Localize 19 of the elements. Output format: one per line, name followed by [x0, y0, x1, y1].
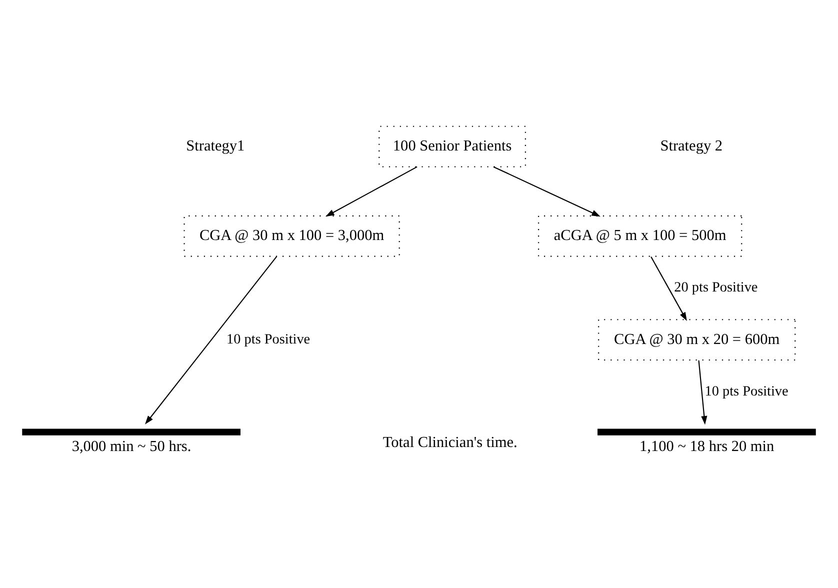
- node-box: CGA @ 30 m x 20 = 600m: [598, 318, 796, 360]
- arrow: [325, 166, 418, 216]
- node-box: aCGA @ 5 m x 100 = 500m: [538, 214, 742, 256]
- node-bar: [598, 428, 816, 435]
- edge-label: 10 pts Positive: [704, 382, 788, 399]
- node-bar: [22, 428, 240, 435]
- label: Total Clinician's time.: [382, 434, 518, 451]
- arrow: [493, 166, 600, 216]
- arrow: [145, 256, 278, 424]
- label: Strategy1: [186, 137, 245, 154]
- node-label: 1,100 ~ 18 hrs 20 min: [640, 437, 774, 454]
- arrow: [650, 256, 687, 320]
- arrow: [698, 360, 708, 424]
- node-box: 100 Senior Patients: [378, 125, 526, 167]
- edge-label: 20 pts Positive: [674, 279, 758, 296]
- label: Strategy 2: [660, 137, 723, 154]
- edge-label: 10 pts Positive: [226, 331, 310, 348]
- node-box: CGA @ 30 m x 100 = 3,000m: [184, 214, 400, 256]
- node-label: 3,000 min ~ 50 hrs.: [72, 437, 192, 454]
